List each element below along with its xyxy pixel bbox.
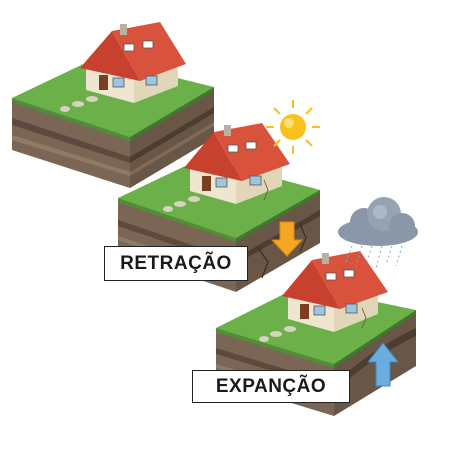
stone-path (163, 196, 200, 212)
sun-icon (266, 100, 320, 154)
house-normal (80, 22, 186, 103)
up-arrow-icon (366, 342, 400, 387)
rain-cloud-icon (338, 197, 418, 269)
down-arrow-icon (270, 221, 304, 257)
house-expansion (282, 251, 388, 332)
stone-path (259, 326, 296, 342)
house-retraction (184, 123, 290, 204)
soil-block-normal (12, 58, 214, 188)
expansion-label: EXPANÇÃO (192, 370, 350, 403)
retraction-label: RETRAÇÃO (104, 246, 248, 281)
stone-path (60, 96, 98, 112)
